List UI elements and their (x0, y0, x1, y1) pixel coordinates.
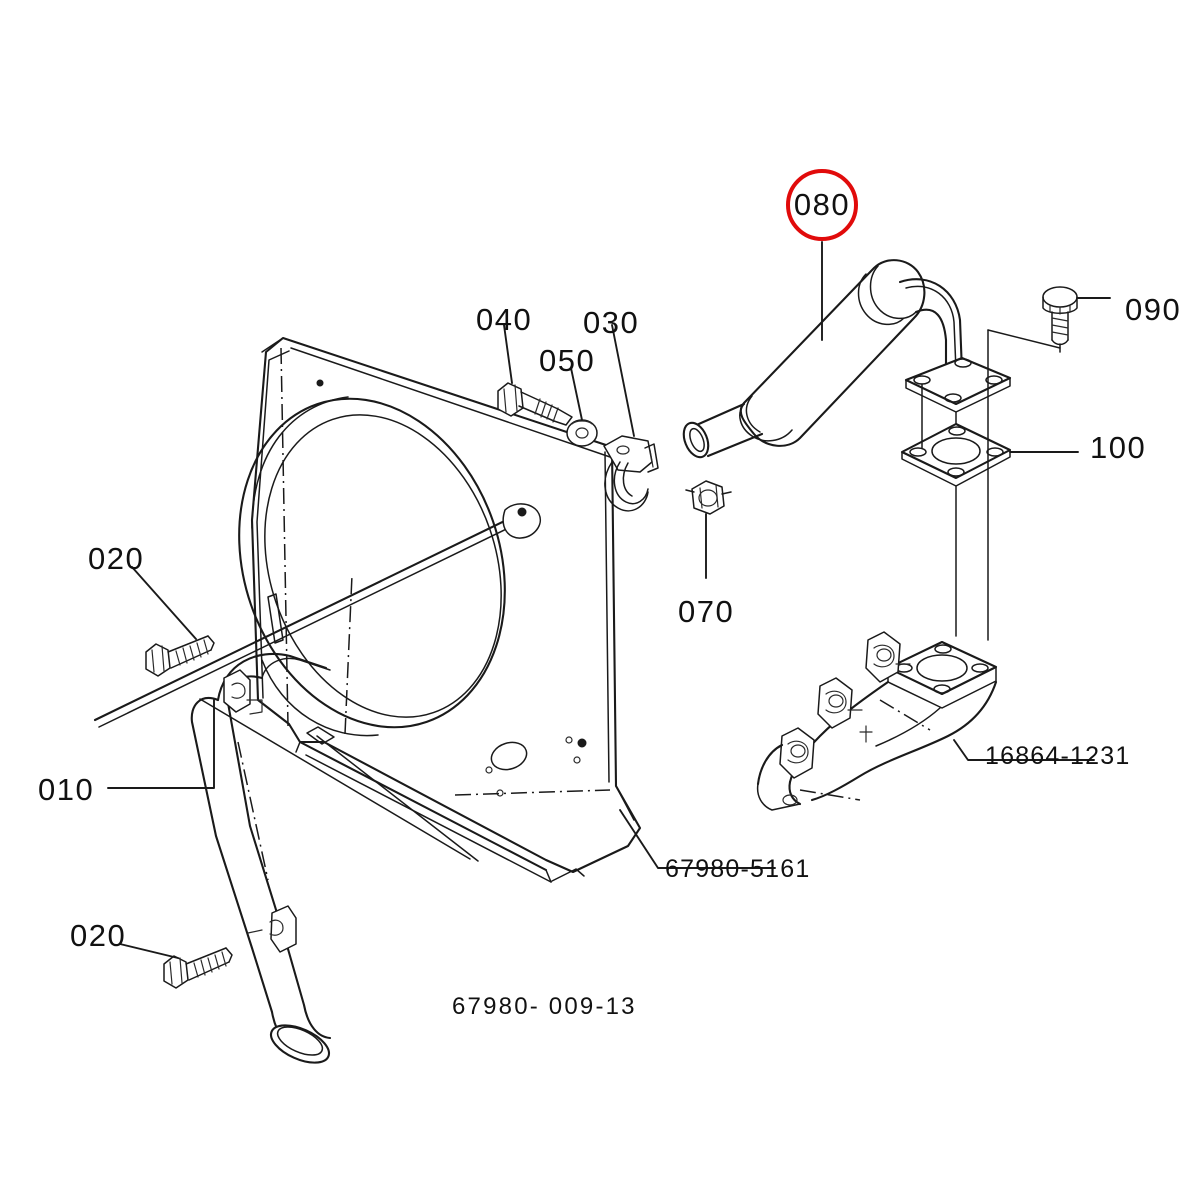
fan-shroud-assembly (93, 336, 642, 883)
part-number-fan-shroud[interactable]: 67980-5161 (665, 855, 811, 883)
callout-070[interactable]: 070 (678, 594, 735, 629)
callout-090[interactable]: 090 (1125, 292, 1182, 327)
leader-020-upper (131, 566, 197, 640)
callout-040[interactable]: 040 (476, 302, 533, 337)
muffler-clamp-030 (603, 435, 659, 512)
callout-080-label[interactable]: 080 (793, 187, 851, 222)
highlight-circle-080 (786, 169, 858, 241)
muffler-080 (682, 259, 1012, 459)
callout-030[interactable]: 030 (583, 305, 640, 340)
callout-020-upper[interactable]: 020 (88, 541, 145, 576)
callout-020-lower[interactable]: 020 (70, 918, 127, 953)
bolt-020-lower (163, 947, 233, 989)
exhaust-manifold-assembly (756, 631, 998, 811)
leader-030 (611, 324, 635, 437)
leader-020-lower (119, 943, 179, 959)
leader-010 (107, 699, 215, 789)
washer-050 (566, 419, 598, 447)
exhaust-pipe-assembly (190, 652, 332, 1064)
leader-090 (987, 297, 1111, 641)
assembly-axis-lines (921, 383, 957, 637)
exhaust-gasket-100 (900, 422, 1012, 487)
leader-fan-shroud-partnumber (619, 809, 776, 869)
callout-050[interactable]: 050 (539, 343, 596, 378)
nut-070 (685, 480, 732, 515)
drawing-number: 67980- 009-13 (452, 993, 637, 1020)
leader-manifold-partnumber (953, 739, 1095, 761)
flange-bolt-090 (1042, 286, 1078, 346)
part-number-exhaust-manifold[interactable]: 16864-1231 (985, 742, 1131, 770)
leader-040 (503, 324, 513, 384)
bolt-040 (497, 382, 573, 426)
leader-050 (570, 367, 583, 421)
callout-100[interactable]: 100 (1090, 430, 1147, 465)
bolt-020-upper (145, 635, 215, 677)
callout-010[interactable]: 010 (38, 772, 95, 807)
